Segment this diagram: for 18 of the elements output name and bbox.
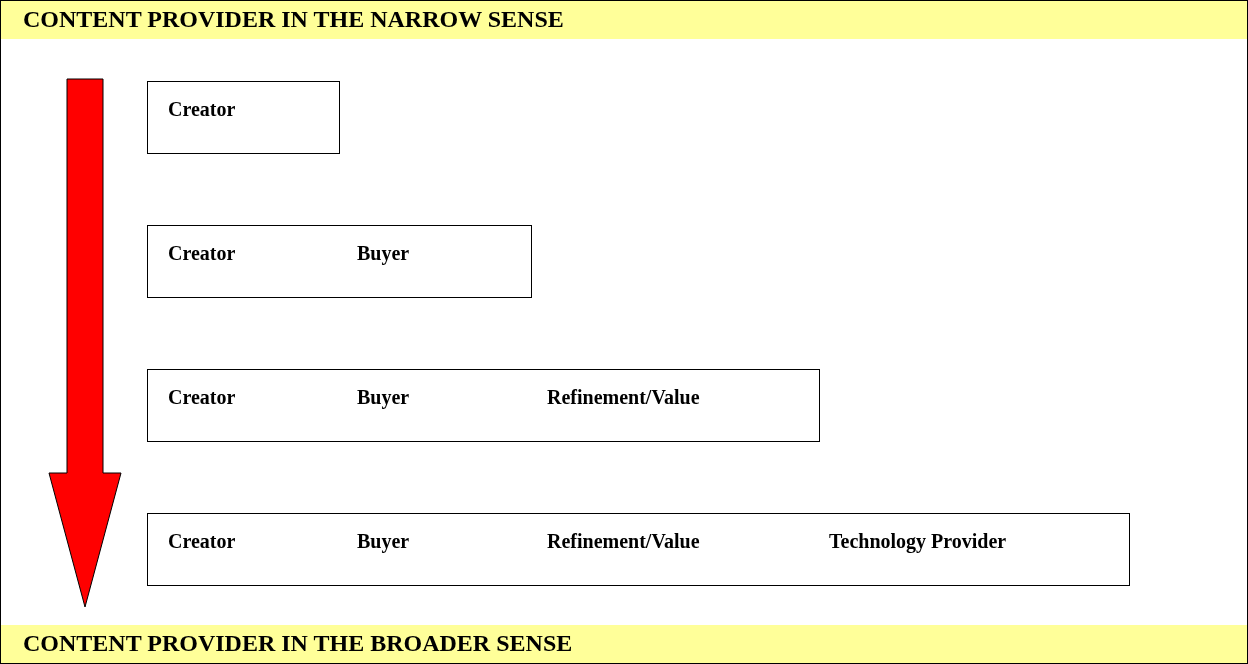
role-box [147, 513, 1130, 586]
role-label: Refinement/Value [547, 530, 700, 553]
role-label: Refinement/Value [547, 386, 700, 409]
role-label: Creator [168, 242, 236, 265]
role-box [147, 369, 820, 442]
heading-text: CONTENT PROVIDER IN THE BROADER SENSE [23, 630, 573, 657]
role-label: Creator [168, 530, 236, 553]
role-label: Buyer [357, 386, 410, 409]
role-box [147, 81, 340, 154]
role-label: Creator [168, 98, 236, 121]
heading-text: CONTENT PROVIDER IN THE NARROW SENSE [23, 6, 564, 33]
role-label: Creator [168, 386, 236, 409]
role-label: Buyer [357, 242, 410, 265]
role-box [147, 225, 532, 298]
heading-band [1, 625, 1247, 663]
heading-band [1, 1, 1247, 39]
role-label: Technology Provider [829, 530, 1007, 553]
role-label: Buyer [357, 530, 410, 553]
